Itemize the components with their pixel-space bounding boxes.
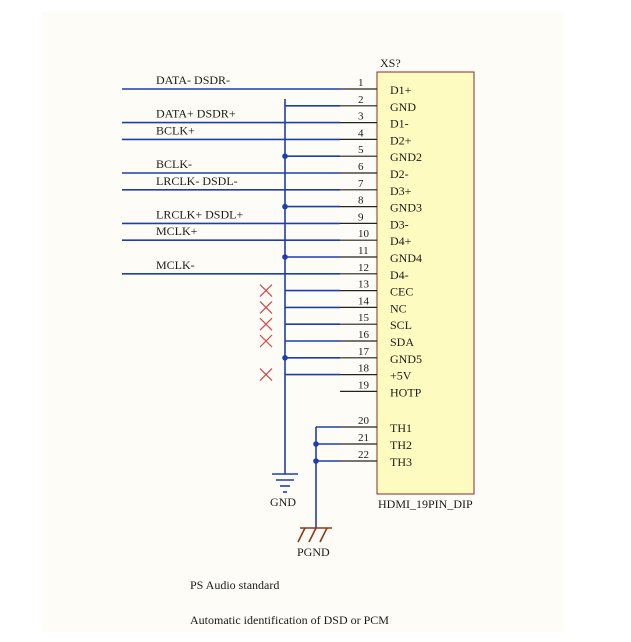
pin-name-10: D4+ [390,234,412,248]
connector-part-name: HDMI_19PIN_DIP [378,497,473,511]
pin-number-13: 13 [358,279,370,291]
no-connect-mark [259,300,273,314]
pin-name-17: GND5 [390,352,422,366]
pgnd-label: PGND [297,545,330,559]
pin-number-20: 20 [358,415,370,427]
pin-name-19: HOTP [390,385,422,399]
no-connect-mark [259,368,273,382]
pin-number-8: 8 [358,195,364,207]
pin-number-12: 12 [358,262,369,274]
note-standard: PS Audio standard [190,578,279,592]
net-label-4: BCLK+ [156,123,195,137]
pin-number-5: 5 [358,144,364,156]
pin-name-5: GND2 [390,150,422,164]
pin-number-18: 18 [358,363,370,375]
pin-number-11: 11 [358,245,369,257]
pin-name-1: D1+ [390,83,412,97]
pin-number-16: 16 [358,329,370,341]
pin-name-12: D4- [390,268,409,282]
pin-name-16: SDA [390,335,414,349]
pin-name-11: GND4 [390,251,422,265]
note-auto-detect: Automatic identification of DSD or PCM [190,613,389,627]
pin-name-8: GND3 [390,201,422,215]
pin-number-19: 19 [358,379,370,391]
net-label-7: LRCLK- DSDL- [156,174,238,188]
pin-number-17: 17 [358,346,370,358]
pin-name-7: D3+ [390,184,412,198]
pin-name-2: GND [390,100,416,114]
pin-number-7: 7 [358,178,364,190]
pin-number-4: 4 [358,127,364,139]
net-label-1: DATA- DSDR- [156,73,230,87]
pin-number-15: 15 [358,312,370,324]
pin-number-9: 9 [358,211,364,223]
connector-body[interactable] [376,71,475,495]
net-label-9: LRCLK+ DSDL+ [156,207,243,221]
pgnd-symbol [297,527,332,543]
no-connect-mark [259,284,273,298]
pin-name-15: SCL [390,318,412,332]
pin-name-13: CEC [390,285,413,299]
pin-name-3: D1- [390,117,409,131]
pin-number-1: 1 [358,77,364,89]
pin-number-22: 22 [358,449,369,461]
pin-name-14: NC [390,301,407,315]
net-label-6: BCLK- [156,157,192,171]
pin-number-21: 21 [358,432,369,444]
pin-name-4: D2+ [390,133,412,147]
pin-number-10: 10 [358,228,370,240]
connector-designator: XS? [380,56,401,70]
net-label-3: DATA+ DSDR+ [156,107,236,121]
no-connect-mark [259,334,273,348]
pin-name-9: D3- [390,217,409,231]
pin-number-2: 2 [358,94,364,106]
pin-name-20: TH1 [390,421,412,435]
net-label-10: MCLK+ [156,224,198,238]
pin-name-22: TH3 [390,455,412,469]
net-label-12: MCLK- [156,258,195,272]
pin-name-18: +5V [390,369,412,383]
pin-name-21: TH2 [390,438,412,452]
pin-number-3: 3 [358,111,364,123]
no-connect-mark [259,317,273,331]
gnd-symbol [272,473,298,493]
pin-name-6: D2- [390,167,409,181]
gnd-label: GND [270,495,296,509]
pin-number-6: 6 [358,161,364,173]
pin-number-14: 14 [358,295,370,307]
